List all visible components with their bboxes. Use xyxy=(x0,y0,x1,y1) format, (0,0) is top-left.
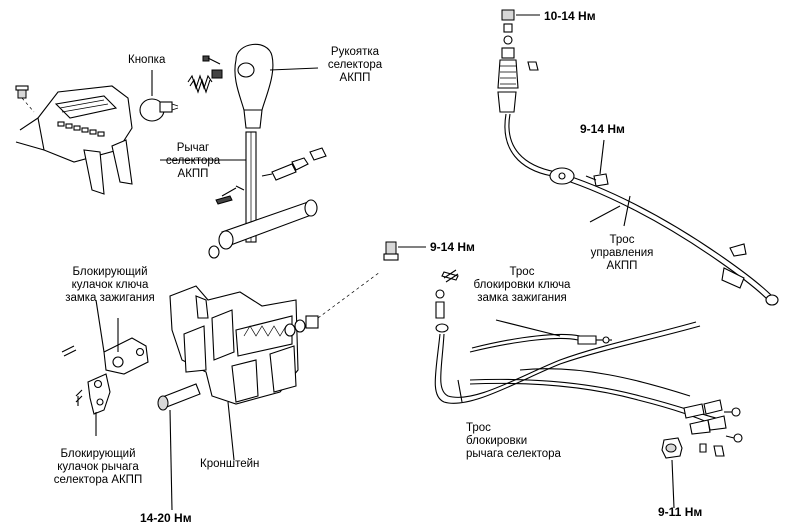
cable-bracket-bolt xyxy=(383,241,426,261)
bracket-bolt xyxy=(157,383,201,511)
selector-handle-label: Рукоятка селектора АКПП xyxy=(318,46,392,85)
control-cable-label-line: АКПП xyxy=(606,260,638,272)
cable-end-nut xyxy=(661,437,683,509)
spring-pin xyxy=(211,69,223,79)
selector-cable-label-line: блокировки xyxy=(466,435,528,447)
key-cable-label-line: замка зажигания xyxy=(477,292,567,304)
small-screw xyxy=(202,55,221,65)
selector-lock-cable xyxy=(469,368,743,457)
key-lock-cable xyxy=(434,271,701,404)
control-cable-label-line: Трос xyxy=(609,234,635,246)
shift-indicator-panel xyxy=(15,85,133,195)
button-label: Кнопка xyxy=(128,54,166,66)
selector-lever-label-line: селектора xyxy=(165,155,221,167)
key-cam-label-line: кулачок ключа xyxy=(71,279,149,291)
selector-handle-label-line: АКПП xyxy=(339,72,371,84)
key-cable-label-line: Трос xyxy=(509,266,535,278)
lever-cam-label-line: Блокирующий xyxy=(60,448,136,460)
cable-clip xyxy=(443,269,459,283)
key-cam-label-line: замка зажигания xyxy=(65,292,155,304)
panel-screw xyxy=(15,85,35,113)
bracket-label: Кронштейн xyxy=(200,458,260,470)
key-cam-label: Блокирующий кулачок ключа замка зажигани… xyxy=(50,266,170,305)
bracket-washers xyxy=(284,271,381,337)
torque-bottom-left: 14-20 Нм xyxy=(140,511,192,525)
selector-cable-label-line: Трос xyxy=(466,422,491,434)
leader-lines xyxy=(95,159,621,403)
shift-control-cable xyxy=(497,9,779,306)
selector-lever-label-line: АКПП xyxy=(177,168,209,180)
lever-cam-label-line: селектора АКПП xyxy=(53,474,143,486)
torque-top: 10-14 Нм xyxy=(544,9,596,23)
lever-pins xyxy=(261,147,327,181)
key-cable-label-line: блокировки ключа xyxy=(473,279,571,291)
torque-mid: 9-14 Нм xyxy=(430,240,475,254)
selector-lever xyxy=(208,131,318,259)
button-part xyxy=(139,70,179,122)
key-cam-clip xyxy=(61,345,77,357)
selector-handle-label-line: селектора xyxy=(327,59,383,71)
key-cam-label-line: Блокирующий xyxy=(72,266,148,278)
selector-lever-label: Рычаг селектора АКПП xyxy=(158,142,228,181)
selector-knob xyxy=(234,43,319,129)
selector-lever-label-line: Рычаг xyxy=(176,142,210,154)
lever-cam-clip xyxy=(75,389,83,406)
control-cable-label: Трос управления АКПП xyxy=(582,234,662,273)
key-cable-label: Трос блокировки ключа замка зажигания xyxy=(460,266,584,305)
bracket-part xyxy=(169,285,299,461)
lever-lock-cam xyxy=(87,373,111,436)
lever-cam-label-line: кулачок рычага xyxy=(57,461,139,473)
lever-cam-label: Блокирующий кулачок рычага селектора АКП… xyxy=(48,448,148,487)
control-cable-label-line: управления xyxy=(590,247,654,259)
torque-right: 9-14 Нм xyxy=(580,122,625,136)
torque-bottom-right: 9-11 Нм xyxy=(658,505,703,519)
selector-handle-label-line: Рукоятка xyxy=(330,46,380,58)
selector-cable-label: Трос блокировки рычага селектора xyxy=(466,422,561,461)
selector-cable-label-line: рычага селектора xyxy=(466,448,561,460)
key-lock-cam xyxy=(103,318,149,375)
spring xyxy=(187,74,213,94)
